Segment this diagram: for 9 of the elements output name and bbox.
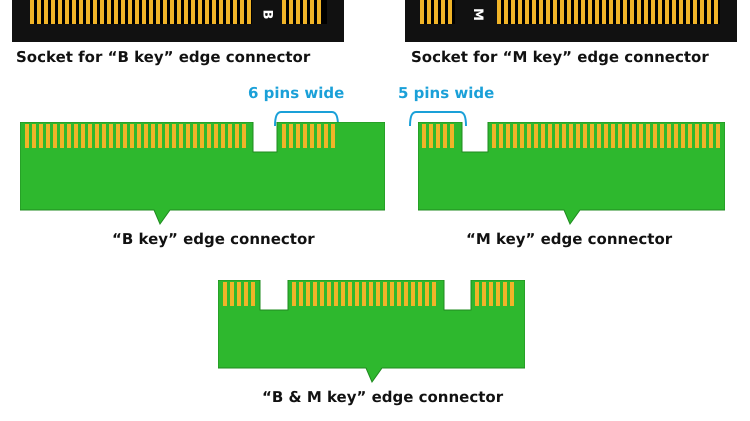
dimension-label: 6 pins wide <box>248 84 344 102</box>
node-label: “M key” edge connector <box>466 230 672 248</box>
key-letter: M <box>470 8 484 21</box>
node-label: “B key” edge connector <box>112 230 315 248</box>
node-label: “B & M key” edge connector <box>262 388 504 406</box>
node-label: Socket for “M key” edge connector <box>411 48 709 66</box>
node-label: Socket for “B key” edge connector <box>16 48 310 66</box>
dimension-label: 5 pins wide <box>398 84 494 102</box>
key-letter: B <box>260 10 274 20</box>
